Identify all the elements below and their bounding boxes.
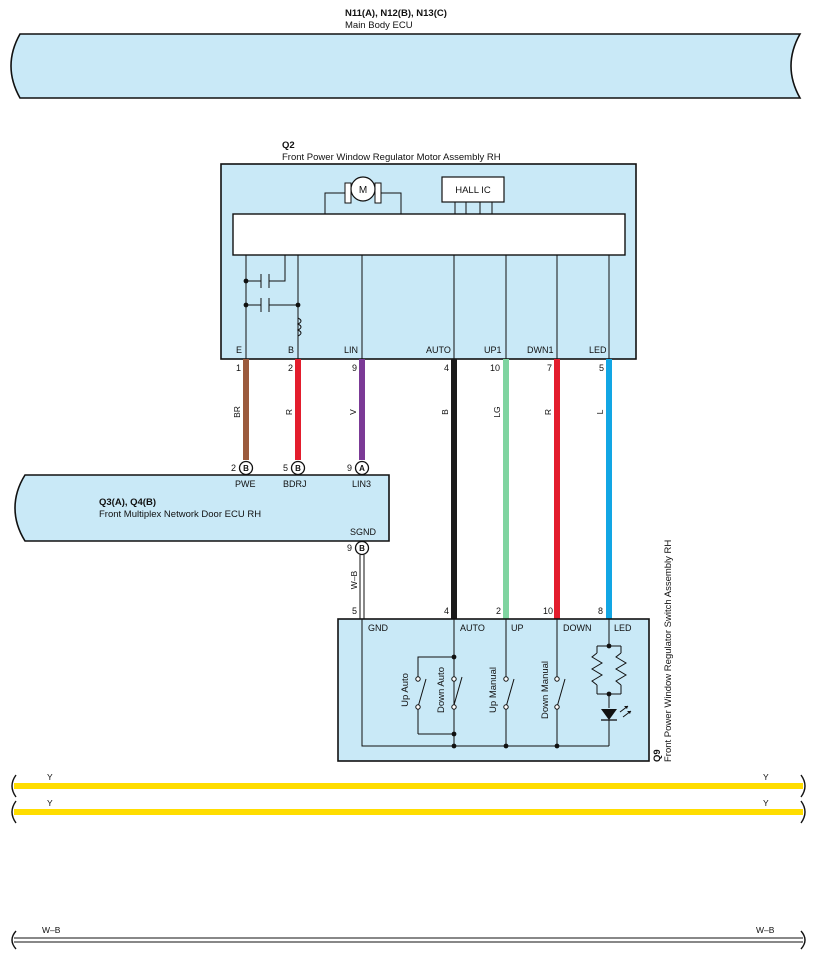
door-ecu-num-9a: 9 [347, 463, 352, 473]
motor-pin-name-dwn1: DWN1 [527, 345, 554, 355]
wire-code-br: BR [232, 406, 242, 418]
motor-internal-lines [245, 255, 610, 359]
switch-pin-num-4: 4 [444, 606, 449, 616]
bus-3-label-left: W–B [42, 925, 61, 935]
door-ecu-pin-lin3: LIN3 [352, 479, 371, 489]
motor-controller-block [232, 213, 626, 256]
door-ecu-name: Front Multiplex Network Door ECU RH [99, 509, 261, 520]
bus-2-label-left: Y [47, 798, 53, 808]
main-body-ecu-name: Main Body ECU [345, 20, 413, 31]
connector-circle-sgnd [354, 540, 370, 556]
wire-code-r-dwn: R [543, 409, 553, 415]
switch-label-down-auto: Down Auto [436, 667, 447, 713]
wire-br [243, 359, 249, 460]
wire-code-l: L [595, 409, 605, 414]
motor-pin-num-1: 1 [236, 363, 241, 373]
bus-line-y-1: Y Y [11, 772, 806, 798]
main-body-ecu-code: N11(A), N12(B), N13(C) [345, 8, 447, 19]
hall-ic-label: HALL IC [455, 185, 491, 196]
switch-label-up-manual: Up Manual [488, 667, 499, 713]
wire-code-b: B [440, 409, 450, 415]
wire-v [359, 359, 365, 460]
bus-3-label-right: W–B [756, 925, 775, 935]
bus-1-label-left: Y [47, 772, 53, 782]
connector-label-sgnd: B [359, 544, 365, 553]
wire-b-auto [451, 359, 457, 619]
wire-lg [503, 359, 509, 619]
motor-pin-num-5: 5 [599, 363, 604, 373]
switch-pin-num-8: 8 [598, 606, 603, 616]
switch-assembly-code: Q9 [652, 749, 663, 762]
bus-2-label-right: Y [763, 798, 769, 808]
switch-pin-num-5: 5 [352, 606, 357, 616]
motor-assembly: Q2 Front Power Window Regulator Motor As… [220, 140, 637, 360]
bus-1-label-right: Y [763, 772, 769, 782]
connector-label-pwe: B [243, 464, 249, 473]
led-diode-icon [601, 709, 617, 720]
main-body-ecu: N11(A), N12(B), N13(C) Main Body ECU [10, 8, 802, 99]
motor-pin-num-4: 4 [444, 363, 449, 373]
switch-assembly-name: Front Power Window Regulator Switch Asse… [663, 540, 674, 762]
door-ecu-pin-sgnd: SGND [350, 527, 377, 537]
wire-r-b [295, 359, 301, 460]
bus-line-y-2: Y Y [11, 798, 806, 824]
switch-pin-name-led: LED [614, 623, 632, 633]
motor-symbol: M [324, 176, 402, 214]
door-ecu-num-9b: 9 [347, 543, 352, 553]
connector-label-lin3: A [359, 464, 365, 473]
wire-code-r-b: R [284, 409, 294, 415]
switch-pin-num-2: 2 [496, 606, 501, 616]
wire-code-v: V [348, 409, 358, 415]
motor-assembly-body [220, 163, 637, 360]
wires [243, 359, 612, 619]
wire-l [606, 359, 612, 619]
motor-assembly-name: Front Power Window Regulator Motor Assem… [282, 152, 501, 163]
switch-pin-name-gnd: GND [368, 623, 389, 633]
switch-pin-name-up: UP [511, 623, 524, 633]
motor-pin-name-led: LED [589, 345, 607, 355]
hall-ic: HALL IC [441, 176, 505, 214]
wire-code-lg: LG [492, 406, 502, 417]
connector-circle-lin3 [354, 460, 370, 476]
wire-code-wb: W–B [349, 570, 359, 589]
switch-pin-num-10: 10 [543, 606, 553, 616]
motor-pin-name-b: B [288, 345, 294, 355]
motor-assembly-code: Q2 [282, 140, 295, 151]
switch-label-down-manual: Down Manual [540, 661, 551, 719]
door-ecu-num-5: 5 [283, 463, 288, 473]
door-ecu-pin-bdrj: BDRJ [283, 479, 307, 489]
switch-pin-name-down: DOWN [563, 623, 592, 633]
door-ecu-body [14, 474, 390, 542]
switch-assembly: GND AUTO UP DOWN LED [337, 540, 674, 762]
motor-pin-name-up1: UP1 [484, 345, 502, 355]
motor-pin-name-lin: LIN [344, 345, 358, 355]
switch-pin-name-auto: AUTO [460, 623, 485, 633]
connector-circle-pwe [238, 460, 254, 476]
motor-symbol-label: M [359, 185, 367, 196]
motor-pin-name-auto: AUTO [426, 345, 451, 355]
motor-pin-num-2: 2 [288, 363, 293, 373]
door-ecu-code: Q3(A), Q4(B) [99, 497, 156, 508]
connector-label-bdrj: B [295, 464, 301, 473]
motor-pin-name-e: E [236, 345, 242, 355]
motor-pin-num-10: 10 [490, 363, 500, 373]
motor-pin-num-7: 7 [547, 363, 552, 373]
connector-circle-bdrj [290, 460, 306, 476]
main-body-ecu-body [10, 33, 802, 99]
switch-contacts [415, 643, 612, 749]
door-ecu-num-2: 2 [231, 463, 236, 473]
door-ecu: Q3(A), Q4(B) Front Multiplex Network Doo… [14, 474, 390, 542]
door-ecu-pin-pwe: PWE [235, 479, 256, 489]
motor-pin-num-9: 9 [352, 363, 357, 373]
wire-r-dwn [554, 359, 560, 619]
switch-label-up-auto: Up Auto [400, 673, 411, 707]
bus-line-wb: W–B W–B [11, 925, 806, 950]
